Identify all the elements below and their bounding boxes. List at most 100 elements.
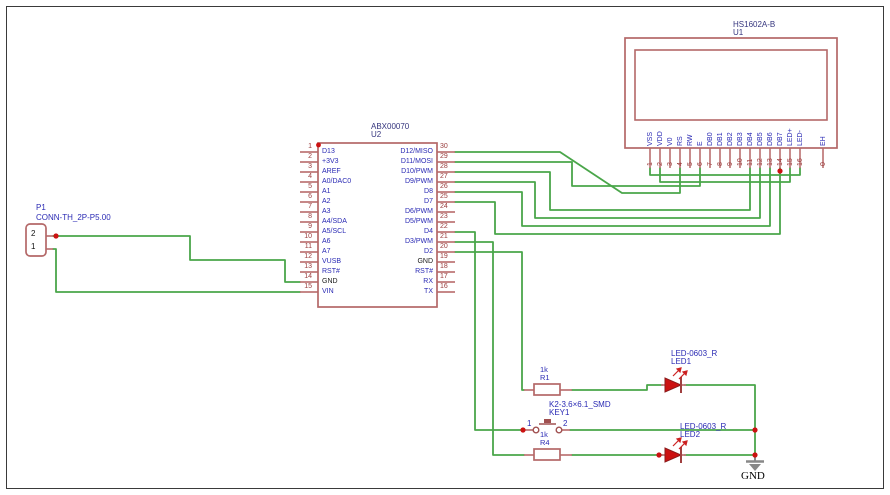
ic-pin-number: 16 xyxy=(440,283,448,290)
ic-pin-name: A4/SDA xyxy=(322,218,347,225)
p1-pin2-number: 2 xyxy=(31,229,36,238)
lcd-refdes: U1 xyxy=(733,28,744,37)
lcd-pin-name: DB1 xyxy=(717,132,724,146)
lcd-pin-name: V0 xyxy=(667,137,674,146)
ic-pin-number: 11 xyxy=(304,243,312,250)
gnd-net-label: GND xyxy=(741,470,765,482)
ic-pin-number: 20 xyxy=(440,243,448,250)
ic-pin-number: 4 xyxy=(308,173,312,180)
ic-pin-number: 10 xyxy=(304,233,312,240)
ic-pin-number: 21 xyxy=(440,233,448,240)
ic-pin-name: A6 xyxy=(322,238,331,245)
ic-part: ABX00070 xyxy=(371,122,410,131)
ic-pin-name: D7 xyxy=(424,198,433,205)
ic-pin-name: A3 xyxy=(322,208,331,215)
ic-pin-number: 2 xyxy=(308,153,312,160)
ic-pin-name: A7 xyxy=(322,248,331,255)
ic-pin-name: D3/PWM xyxy=(405,238,433,245)
wire-d3-r4[interactable] xyxy=(454,241,525,456)
ic-pin-number: 30 xyxy=(440,143,448,150)
wires[interactable] xyxy=(52,151,801,462)
junction-dot xyxy=(316,142,321,148)
wire-d7-db7[interactable] xyxy=(454,167,781,235)
wire-lcd-jumper1[interactable] xyxy=(649,167,801,176)
led1-symbol[interactable] xyxy=(664,367,688,393)
led1-part: LED-0603_R xyxy=(671,349,718,358)
wire-led1-gnd[interactable] xyxy=(684,384,756,462)
lcd-pin-number: 9 xyxy=(727,162,734,166)
resistor-r1-body[interactable] xyxy=(533,383,561,396)
wire-p1-vin[interactable] xyxy=(52,248,301,293)
wire-d11-e[interactable] xyxy=(454,161,701,187)
wire-d10-db4[interactable] xyxy=(454,167,751,211)
lcd-pin-name: DB6 xyxy=(767,132,774,146)
lcd-pin-number: 7 xyxy=(707,162,714,166)
ic-pin-number: 12 xyxy=(304,253,312,260)
resistor-r4-body[interactable] xyxy=(533,448,561,461)
lcd-pin-name: RS xyxy=(677,136,684,146)
wire-d12-rs[interactable] xyxy=(454,151,681,194)
r4-value: 1k xyxy=(540,430,548,439)
ic-pin-name: TX xyxy=(424,288,433,295)
lcd-part: HS1602A-B xyxy=(733,20,776,29)
r1-value: 1k xyxy=(540,365,548,374)
wire-d9-db5[interactable] xyxy=(454,167,761,219)
ic-pin-number: 19 xyxy=(440,253,448,260)
lcd-pin-name: DB7 xyxy=(777,132,784,146)
ic-left-stubs xyxy=(300,151,318,293)
lcd-pin-name: RW xyxy=(687,134,694,146)
wire-r1-led1[interactable] xyxy=(571,384,663,391)
p1-refdes: P1 xyxy=(36,203,46,212)
led2-symbol[interactable] xyxy=(664,437,688,463)
ic-pin-number: 17 xyxy=(440,273,448,280)
ic-pin-number: 3 xyxy=(308,163,312,170)
led2-part: LED-0603_R xyxy=(680,422,727,431)
wire-d8-db6[interactable] xyxy=(454,167,771,227)
ic-pin-number: 25 xyxy=(440,193,448,200)
ic-pin-number: 9 xyxy=(308,223,312,230)
p1-stubs xyxy=(46,235,53,250)
lcd-pin-name: DB3 xyxy=(737,132,744,146)
lcd-pin-number: 0 xyxy=(820,162,827,166)
led2-refdes: LED2 xyxy=(680,430,701,439)
wire-d4-key[interactable] xyxy=(454,231,524,431)
ic-pin-number: 5 xyxy=(308,183,312,190)
key1-symbol[interactable] xyxy=(532,419,563,434)
lcd-pin-number: 6 xyxy=(697,162,704,166)
sheet-border xyxy=(6,6,884,489)
p1-part: CONN-TH_2P-P5.00 xyxy=(36,213,111,222)
r1-refdes: R1 xyxy=(540,373,550,382)
component-bodies xyxy=(25,37,838,471)
lcd-pin-number: 2 xyxy=(657,162,664,166)
key1-pin1-number: 1 xyxy=(527,419,532,428)
lcd-pin-number: 8 xyxy=(717,162,724,166)
ic-right-stubs xyxy=(437,151,455,293)
ic-pin-number: 28 xyxy=(440,163,448,170)
p1-pin1-number: 1 xyxy=(31,242,36,251)
ic-pin-name: D2 xyxy=(424,248,433,255)
ic-pin-name: D8 xyxy=(424,188,433,195)
ic-pin-name: D13 xyxy=(322,148,335,155)
ic-pin-number: 13 xyxy=(304,263,312,270)
wire-lcd-jumper2[interactable] xyxy=(659,167,791,183)
lcd-pin-number: 15 xyxy=(787,158,794,166)
lcd-pin-name: VDD xyxy=(657,131,664,146)
p1-connector-body[interactable] xyxy=(25,223,47,257)
lcd-pin-name: DB5 xyxy=(757,132,764,146)
lcd-pin-number: 1 xyxy=(647,162,654,166)
ic-pin-number: 7 xyxy=(308,203,312,210)
ic-pin-number: 6 xyxy=(308,193,312,200)
ic-pin-name: D4 xyxy=(424,228,433,235)
wire-p1-gnd[interactable] xyxy=(52,235,301,283)
ic-pin-name: A5/SCL xyxy=(322,228,347,235)
wire-d2-r1[interactable] xyxy=(454,251,525,391)
lcd-pin-name: E xyxy=(697,141,704,146)
ic-pin-number: 24 xyxy=(440,203,448,210)
lcd-pin-number: 13 xyxy=(767,158,774,166)
ic-pin-number: 26 xyxy=(440,183,448,190)
resistor-leads xyxy=(524,389,572,456)
ic-body[interactable] xyxy=(317,142,438,308)
lcd-pin-number: 3 xyxy=(667,162,674,166)
led-leads xyxy=(661,384,686,456)
lcd-pin-name: DB0 xyxy=(707,132,714,146)
